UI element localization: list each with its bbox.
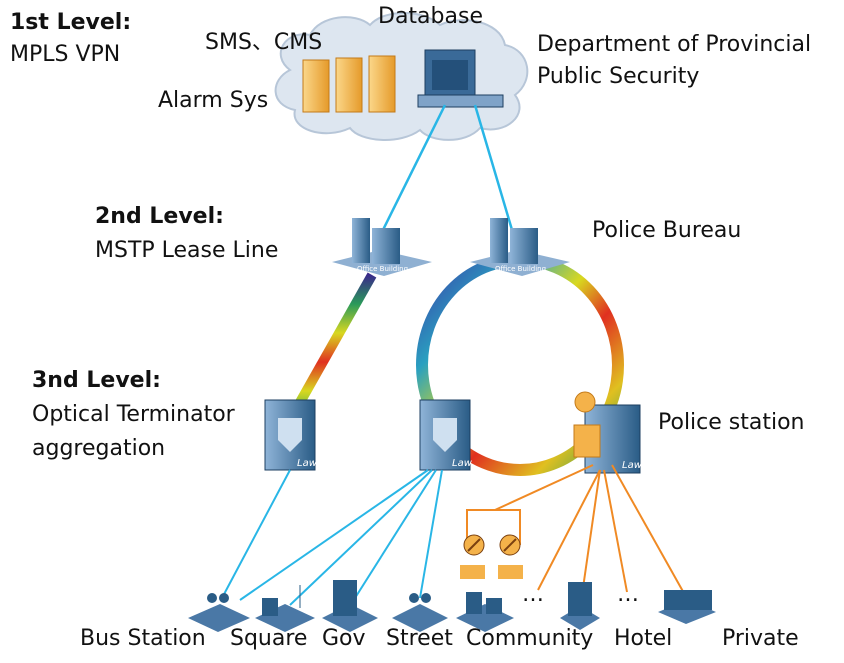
level-1-desc: MPLS VPN	[10, 42, 121, 67]
level-3-desc-line2: aggregation	[32, 436, 166, 461]
svg-text:Law: Law	[452, 458, 473, 469]
svg-text:Office Building: Office Building	[495, 265, 546, 273]
endpoint-label: Bus Station	[80, 626, 206, 651]
sms-cms-label: SMS、CMS	[205, 30, 323, 55]
endpoint-bus-station-icon	[188, 593, 250, 632]
police-station-icon: Law	[573, 391, 643, 474]
link-cloud-right	[473, 104, 517, 241]
endpoint-label: Private	[722, 626, 799, 651]
endpoint-label: Square	[230, 626, 308, 651]
access-links	[221, 469, 443, 606]
office-building-icon: Office Building	[470, 218, 570, 276]
ellipsis-left: …	[522, 582, 544, 607]
endpoint-label: Street	[386, 626, 453, 651]
server-icon	[302, 55, 396, 113]
alarm-sys-label: Alarm Sys	[158, 88, 269, 113]
database-server-icon	[417, 49, 504, 108]
endpoint-community-icon	[456, 592, 514, 632]
law-terminator-icon: Law	[419, 399, 473, 471]
endpoint-label: Community	[466, 626, 594, 651]
svg-text:Office Building: Office Building	[357, 265, 408, 273]
level-3-desc: Optical Terminator	[32, 402, 235, 427]
office-building-icon: Office Building	[332, 218, 432, 276]
level-1-title: 1st Level:	[10, 10, 132, 35]
department-label: Department of Provincial	[537, 32, 812, 57]
endpoint-label: Hotel	[614, 626, 673, 651]
endpoint-square-icon	[255, 585, 315, 632]
level-2-desc: MSTP Lease Line	[95, 238, 279, 263]
endpoint-gov-icon	[322, 580, 378, 632]
svg-text:Law: Law	[297, 458, 318, 469]
police-station-label: Police station	[658, 410, 805, 435]
police-station-links	[466, 464, 686, 596]
svg-text:Law: Law	[622, 460, 643, 471]
ellipsis-right: …	[617, 582, 639, 607]
endpoint-hotel-icon	[560, 582, 600, 630]
link-cloud-left	[376, 104, 447, 241]
level-2-title: 2nd Level:	[95, 204, 224, 229]
endpoint-label: Gov	[322, 626, 366, 651]
police-bureau-label: Police Bureau	[592, 218, 742, 243]
database-label: Database	[378, 4, 483, 29]
endpoint-street-icon	[392, 593, 448, 632]
mstp-lease-line	[285, 272, 377, 423]
level-3-title: 3nd Level:	[32, 368, 161, 393]
law-terminator-icon: Law	[264, 399, 318, 471]
endpoint-private-icon	[658, 590, 716, 624]
department-label-line2: Public Security	[537, 64, 700, 89]
alarm-sensor-icon	[460, 534, 523, 579]
